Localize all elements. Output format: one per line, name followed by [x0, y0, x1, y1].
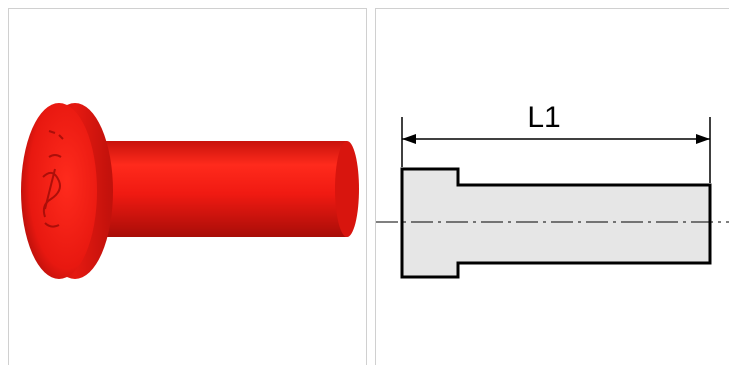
technical-drawing-panel: L1	[375, 8, 729, 365]
product-photo	[21, 103, 359, 279]
plug-emboss-logo	[42, 130, 64, 228]
dimension-arrow-right	[696, 134, 710, 144]
dimension-label: L1	[527, 101, 560, 134]
dimension-arrow-left	[402, 134, 416, 144]
plug-shaft-end	[335, 141, 359, 237]
plug-shaft	[89, 141, 353, 237]
product-photo-panel	[8, 8, 367, 365]
part-outline	[400, 167, 712, 279]
technical-drawing: L1	[376, 101, 729, 279]
